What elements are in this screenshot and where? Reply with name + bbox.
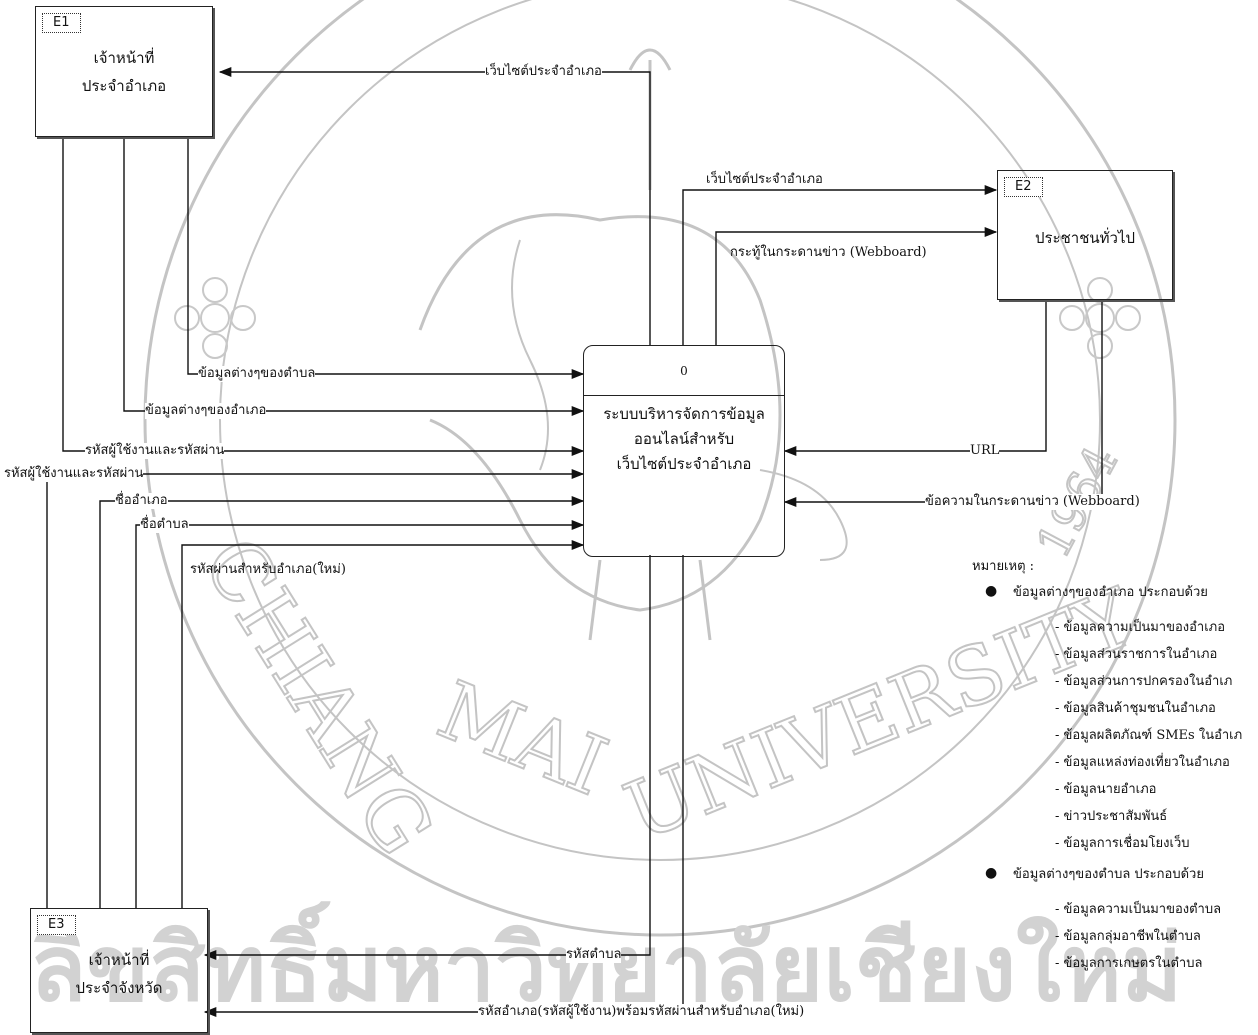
flow-label-amphoe-info: ข้อมูลต่างๆของอำเภอ bbox=[145, 403, 267, 419]
process-name-line1: ระบบบริหารจัดการข้อมูล bbox=[603, 405, 765, 423]
entity-e1: E1 เจ้าหน้าที่ ประจำอำเภอ bbox=[35, 6, 213, 137]
flow-label-tambon-name: ชื่อตำบล bbox=[140, 517, 189, 533]
flow-label-amphoe-code: รหัสอำเภอ(รหัสผู้ใช้งาน)พร้อมรหัสผ่านสำห… bbox=[478, 1004, 805, 1020]
entity-e1-id: E1 bbox=[42, 13, 81, 33]
entity-e3: E3 เจ้าหน้าที่ ประจำจังหวัด bbox=[30, 908, 208, 1033]
notes-group2-item: - ข้อมูลกลุ่มอาชีพในตำบล bbox=[1055, 929, 1201, 944]
flow-label-tambon-info: ข้อมูลต่างๆของตำบล bbox=[198, 366, 316, 382]
flower-ornament-left bbox=[174, 277, 256, 359]
flow-line-webboard-msg bbox=[783, 300, 1103, 508]
flow-label-new-password: รหัสผ่านสำหรับอำเภอ(ใหม่) bbox=[190, 562, 346, 577]
entity-e1-name-line1: เจ้าหน้าที่ bbox=[93, 49, 155, 67]
entity-e2-id: E2 bbox=[1004, 177, 1043, 197]
notes-group1-item: - ข้อมูลความเป็นมาของอำเภอ bbox=[1055, 620, 1226, 635]
flow-label-webboard-to-e2: กระทู้ในกระดานข่าว (Webboard) bbox=[730, 245, 927, 260]
notes-group1-item: - ข้อมูลแหล่งท่องเที่ยวในอำเภอ bbox=[1055, 755, 1230, 770]
notes-group2-item: - ข้อมูลการเกษตรในตำบล bbox=[1055, 956, 1203, 971]
flow-label-tambon-code: รหัสตำบล bbox=[566, 947, 622, 963]
notes-group1-item: - ข่าวประชาสัมพันธ์ bbox=[1055, 809, 1168, 824]
notes-group1-item: - ข้อมูลนายอำเภอ bbox=[1055, 782, 1157, 797]
flow-line-web-to-e2 bbox=[682, 184, 998, 345]
entity-e3-id: E3 bbox=[37, 915, 76, 935]
process-id: 0 bbox=[680, 364, 688, 378]
entity-e2: E2 ประชาชนทั่วไป bbox=[997, 170, 1173, 300]
process-name-line3: เว็บไซต์ประจำอำเภอ bbox=[616, 455, 752, 473]
flow-line-web-to-e1 bbox=[218, 66, 651, 345]
flow-line-amphoe-code bbox=[203, 555, 684, 1018]
notes-group1-item: - ข้อมูลส่วนการปกครองในอำเภ bbox=[1055, 674, 1233, 689]
university-seal bbox=[143, 0, 1177, 937]
notes-group1-item: - ข้อมูลส่วนราชการในอำเภอ bbox=[1055, 647, 1218, 662]
notes-title: หมายเหตุ : bbox=[972, 559, 1035, 574]
flow-line-amphoe-info bbox=[123, 137, 585, 417]
flow-line-url bbox=[783, 300, 1047, 457]
flow-line-new-password bbox=[181, 539, 585, 908]
flow-label-amphoe-name: ชื่ออำเภอ bbox=[115, 493, 168, 509]
flow-line-userpass-e3 bbox=[46, 468, 585, 908]
flow-line-tambon-name bbox=[135, 519, 585, 908]
entity-e1-name-line2: ประจำอำเภอ bbox=[81, 77, 167, 95]
flow-line-webboard-to-e2 bbox=[715, 226, 998, 345]
notes-group1-bullet: ● bbox=[985, 583, 998, 599]
process-divider bbox=[584, 395, 784, 396]
flow-label-userpass-e3: รหัสผู้ใช้งานและรหัสผ่าน bbox=[4, 466, 144, 482]
notes-group1-item: - ข้อมูลการเชื่อมโยงเว็บ bbox=[1055, 836, 1190, 851]
flow-label-web-to-e2: เว็บไซต์ประจำอำเภอ bbox=[706, 172, 823, 187]
entity-e3-name-line2: ประจำจังหวัด bbox=[75, 979, 163, 997]
flow-label-web-to-e1: เว็บไซต์ประจำอำเภอ bbox=[485, 64, 602, 80]
flow-label-userpass-e1: รหัสผู้ใช้งานและรหัสผ่าน bbox=[85, 443, 225, 459]
notes-group1-title: ข้อมูลต่างๆของอำเภอ ประกอบด้วย bbox=[1013, 585, 1208, 600]
flow-line-tambon-code bbox=[203, 555, 651, 961]
notes-group2-title: ข้อมูลต่างๆของตำบล ประกอบด้วย bbox=[1013, 867, 1204, 882]
process-0: 0 ระบบบริหารจัดการข้อมูล ออนไลน์สำหรับ เ… bbox=[583, 345, 785, 557]
entity-e2-name: ประชาชนทั่วไป bbox=[1034, 229, 1136, 247]
flow-line-userpass-e1 bbox=[62, 137, 585, 457]
flow-label-webboard-msg: ข้อความในกระดานข่าว (Webboard) bbox=[925, 494, 1140, 510]
notes-group1-item: - ข้อมูลสินค้าชุมชนในอำเภอ bbox=[1055, 701, 1216, 716]
notes-group1-item: - ข้อมูลผลิตภัณฑ์ SMEs ในอำเภ bbox=[1055, 728, 1243, 743]
process-name-line2: ออนไลน์สำหรับ bbox=[633, 430, 735, 448]
entity-e3-name-line1: เจ้าหน้าที่ bbox=[88, 951, 150, 969]
flow-line-tambon-info bbox=[187, 137, 585, 380]
flow-line-amphoe-name bbox=[99, 495, 585, 908]
flower-ornament-right bbox=[1059, 277, 1141, 359]
flow-label-url: URL bbox=[970, 443, 1000, 459]
notes-group2-item: - ข้อมูลความเป็นมาของตำบล bbox=[1055, 902, 1222, 917]
notes-group2-bullet: ● bbox=[985, 865, 998, 881]
